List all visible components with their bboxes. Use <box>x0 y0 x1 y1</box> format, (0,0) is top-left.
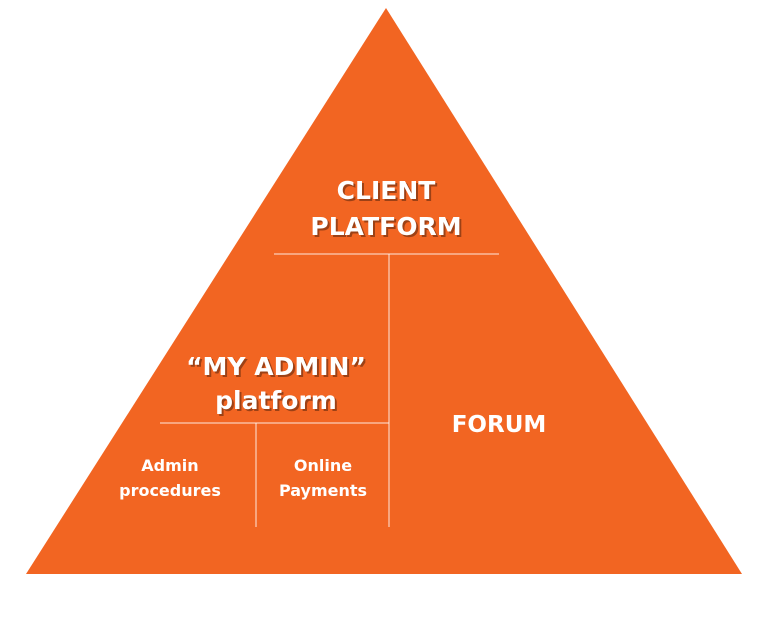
client-platform-line1: CLIENT <box>337 176 436 205</box>
my-admin-label: “MY ADMIN” “MY ADMIN” platform platform <box>186 352 368 417</box>
client-platform-line1-shadow: CLIENT <box>339 178 438 207</box>
online-payments-line1: Online <box>294 456 352 475</box>
admin-procedures-label: Admin procedures <box>119 456 221 500</box>
admin-procedures-line1: Admin <box>141 456 198 475</box>
my-admin-line1: “MY ADMIN” <box>186 352 366 381</box>
my-admin-line2-shadow: platform <box>217 388 339 417</box>
pyramid-shape <box>26 8 742 574</box>
my-admin-line1-shadow: “MY ADMIN” <box>188 354 368 383</box>
online-payments-label: Online Payments <box>279 456 367 500</box>
client-platform-label: CLIENT CLIENT PLATFORM PLATFORM <box>310 176 463 243</box>
client-platform-line2: PLATFORM <box>310 212 461 241</box>
online-payments-line2: Payments <box>279 481 367 500</box>
admin-procedures-line2: procedures <box>119 481 221 500</box>
forum-label: FORUM <box>452 412 547 438</box>
client-platform-line2-shadow: PLATFORM <box>312 214 463 243</box>
my-admin-line2: platform <box>215 386 337 415</box>
